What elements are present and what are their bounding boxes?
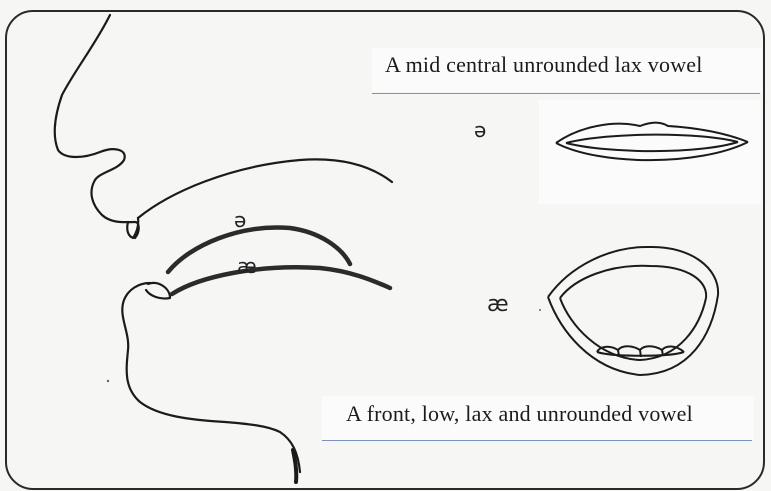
caption-ae-underline bbox=[322, 440, 752, 441]
lower-face bbox=[122, 283, 300, 472]
caption-schwa: A mid central unrounded lax vowel bbox=[385, 52, 703, 78]
symbol-schwa-lips: ə bbox=[474, 118, 486, 142]
tongue-ae bbox=[172, 267, 390, 294]
lips-ae bbox=[548, 247, 718, 375]
face-profile-upper bbox=[55, 15, 139, 238]
symbol-schwa-tongue: ə bbox=[234, 208, 246, 232]
caption-schwa-underline bbox=[372, 93, 760, 94]
lips-schwa bbox=[556, 123, 748, 161]
symbol-ae-lips: æ bbox=[487, 292, 509, 317]
tongue-schwa bbox=[168, 228, 350, 272]
lower-tooth bbox=[146, 283, 170, 299]
caption-ae: A front, low, lax and unrounded vowel bbox=[346, 401, 693, 427]
symbol-ae-tongue: æ bbox=[237, 254, 257, 278]
palate bbox=[138, 159, 392, 218]
